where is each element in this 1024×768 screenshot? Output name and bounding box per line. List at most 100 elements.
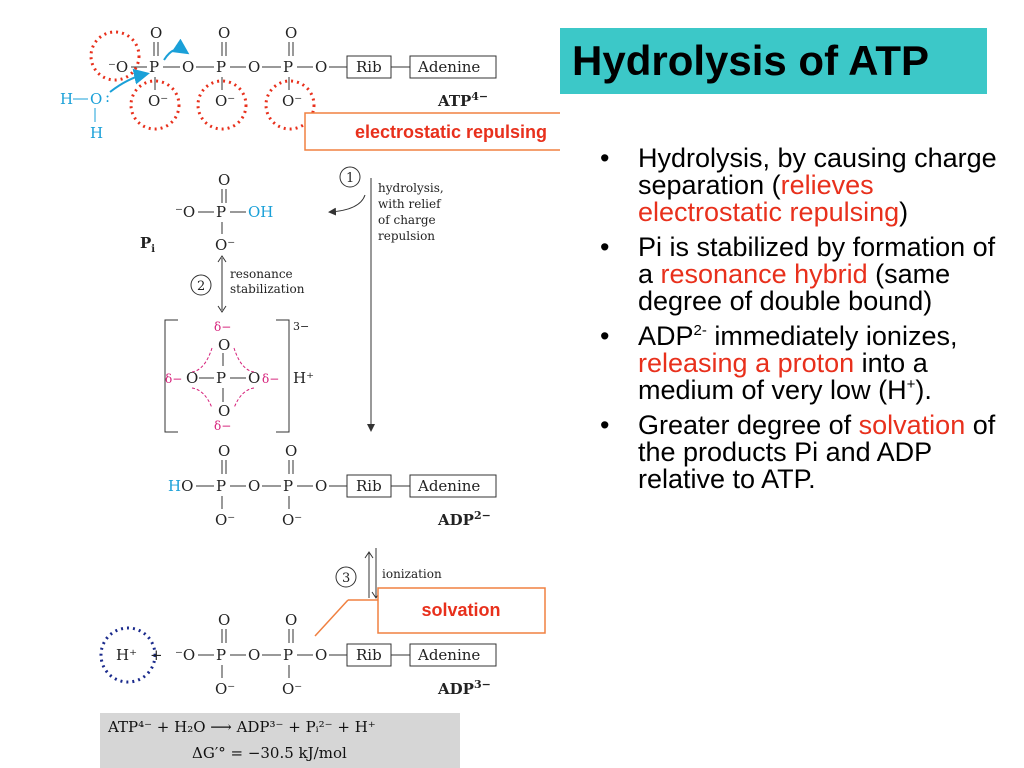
adp3-label: ADP	[437, 680, 474, 698]
svg-text::: :	[105, 88, 110, 106]
pi-label: P	[140, 234, 151, 252]
pi-molecule: O ⁻O P OH O⁻ Pi	[140, 171, 273, 255]
svg-text:O: O	[248, 646, 260, 664]
atp-molecule: O O O ⁻O P O P O P O Rib Adenine O⁻ O⁻ O…	[60, 24, 497, 142]
svg-text:OH: OH	[248, 203, 273, 221]
svg-text:O: O	[248, 369, 260, 387]
title-banner: Hydrolysis of ATP	[560, 28, 987, 94]
svg-text:ADP2−: ADP2−	[437, 509, 491, 529]
repulsing-callout	[304, 112, 560, 151]
svg-text:Pi: Pi	[140, 234, 155, 255]
hplus-label: H⁺	[293, 369, 314, 387]
svg-text:P: P	[283, 477, 293, 495]
atp-hydrolysis-diagram: O O O ⁻O P O P O P O Rib Adenine O⁻ O⁻ O…	[60, 24, 560, 698]
svg-text:O: O	[218, 442, 230, 460]
svg-text:3−: 3−	[293, 320, 309, 333]
bullet-list: Hydrolysis, by causing charge separation…	[594, 145, 1014, 501]
water-h1: H	[60, 90, 73, 108]
svg-text:2: 2	[197, 279, 205, 294]
svg-text:of charge: of charge	[378, 213, 436, 227]
svg-text:P: P	[216, 203, 226, 221]
svg-text:3: 3	[342, 571, 350, 586]
svg-text:O: O	[315, 477, 327, 495]
adp2-molecule: O O HO P O P O Rib Adenine O⁻ O⁻ ADP2−	[168, 442, 497, 529]
svg-text:O: O	[315, 58, 327, 76]
atp-label: ATP	[437, 92, 471, 110]
equation-line-1: ATP⁴⁻ + H₂O ⟶ ADP³⁻ + Pᵢ²⁻ + H⁺	[108, 718, 376, 736]
svg-text:repulsion: repulsion	[378, 229, 435, 243]
svg-text:O: O	[218, 402, 230, 420]
svg-text:O: O	[150, 24, 162, 42]
bullet-item: Greater degree of solvation of the produ…	[594, 412, 1014, 493]
svg-text:Adenine: Adenine	[417, 477, 480, 495]
svg-text:Adenine: Adenine	[417, 646, 480, 664]
rib-label: Rib	[356, 58, 382, 76]
svg-text:with relief: with relief	[378, 197, 442, 211]
svg-text:O⁻: O⁻	[215, 92, 235, 110]
svg-text:O: O	[285, 611, 297, 629]
svg-text:O: O	[186, 369, 198, 387]
water-h2: H	[90, 124, 103, 142]
svg-text:H⁺: H⁺	[116, 646, 137, 664]
atp-charge: 4−	[471, 90, 488, 103]
svg-text:O: O	[218, 336, 230, 354]
svg-text:δ−: δ−	[214, 320, 231, 334]
svg-text:P: P	[216, 646, 226, 664]
svg-text:O⁻: O⁻	[215, 511, 235, 529]
adenine-label: Adenine	[417, 58, 480, 76]
svg-text:O: O	[285, 24, 297, 42]
svg-text:O: O	[248, 58, 260, 76]
svg-text:Rib: Rib	[356, 477, 382, 495]
adp2-label: ADP	[437, 511, 474, 529]
svg-text:ionization: ionization	[382, 567, 442, 581]
svg-text:HO: HO	[168, 477, 193, 495]
svg-text:resonance: resonance	[230, 267, 293, 281]
repulsing-callout-text: electrostatic repulsing	[355, 122, 547, 142]
svg-text:O: O	[315, 646, 327, 664]
svg-text:O: O	[218, 611, 230, 629]
svg-text:δ−: δ−	[214, 419, 231, 433]
svg-text:hydrolysis,: hydrolysis,	[378, 181, 444, 195]
water-o: O	[90, 90, 102, 108]
svg-text:O: O	[218, 171, 230, 189]
svg-text:⁻O: ⁻O	[108, 58, 128, 76]
bullet-item: Pi is stabilized by formation of a reson…	[594, 234, 1014, 315]
equation-box: ATP⁴⁻ + H₂O ⟶ ADP³⁻ + Pᵢ²⁻ + H⁺ ΔG′° = −…	[100, 713, 460, 768]
step-2-marker	[190, 274, 212, 296]
adp3-molecule: H⁺ + O O ⁻O P O P O Rib Adenine O⁻ O⁻ AD…	[99, 611, 497, 698]
svg-text:O⁻: O⁻	[148, 92, 168, 110]
svg-text:P: P	[283, 646, 293, 664]
svg-text:O⁻: O⁻	[215, 236, 235, 254]
svg-text:O: O	[285, 442, 297, 460]
svg-text:δ−: δ−	[165, 372, 182, 386]
svg-text:P: P	[149, 58, 159, 76]
svg-text:ADP3−: ADP3−	[437, 678, 491, 698]
svg-text:Rib: Rib	[356, 646, 382, 664]
svg-text:O⁻: O⁻	[215, 680, 235, 698]
svg-text:δ−: δ−	[262, 372, 279, 386]
svg-text:P: P	[216, 477, 226, 495]
svg-text:⁻O: ⁻O	[175, 203, 195, 221]
svg-text:O⁻: O⁻	[282, 92, 302, 110]
solvation-callout	[377, 587, 546, 634]
svg-text:stabilization: stabilization	[230, 282, 305, 296]
svg-text:+: +	[150, 646, 163, 664]
resonance-hybrid: 3− δ− O δ− O P O δ− O δ− H⁺	[164, 319, 314, 433]
equation-line-2: ΔG′° = −30.5 kJ/mol	[192, 744, 347, 762]
step-1-marker	[339, 166, 361, 188]
solvation-callout-text: solvation	[421, 600, 500, 620]
svg-text:⁻O: ⁻O	[175, 646, 195, 664]
svg-text:P: P	[283, 58, 293, 76]
svg-text:P: P	[216, 369, 226, 387]
svg-text:O: O	[182, 58, 194, 76]
svg-text:1: 1	[346, 171, 354, 186]
bullet-item: Hydrolysis, by causing charge separation…	[594, 145, 1014, 226]
bullet-item: ADP2- immediately ionizes, releasing a p…	[594, 323, 1014, 404]
svg-text:P: P	[216, 58, 226, 76]
page-title: Hydrolysis of ATP	[572, 37, 930, 84]
svg-text:ATP4−: ATP4−	[437, 90, 488, 110]
step-3-marker	[335, 566, 357, 588]
svg-text:O⁻: O⁻	[282, 680, 302, 698]
svg-text:H: H	[60, 90, 73, 108]
svg-text:O: O	[248, 477, 260, 495]
